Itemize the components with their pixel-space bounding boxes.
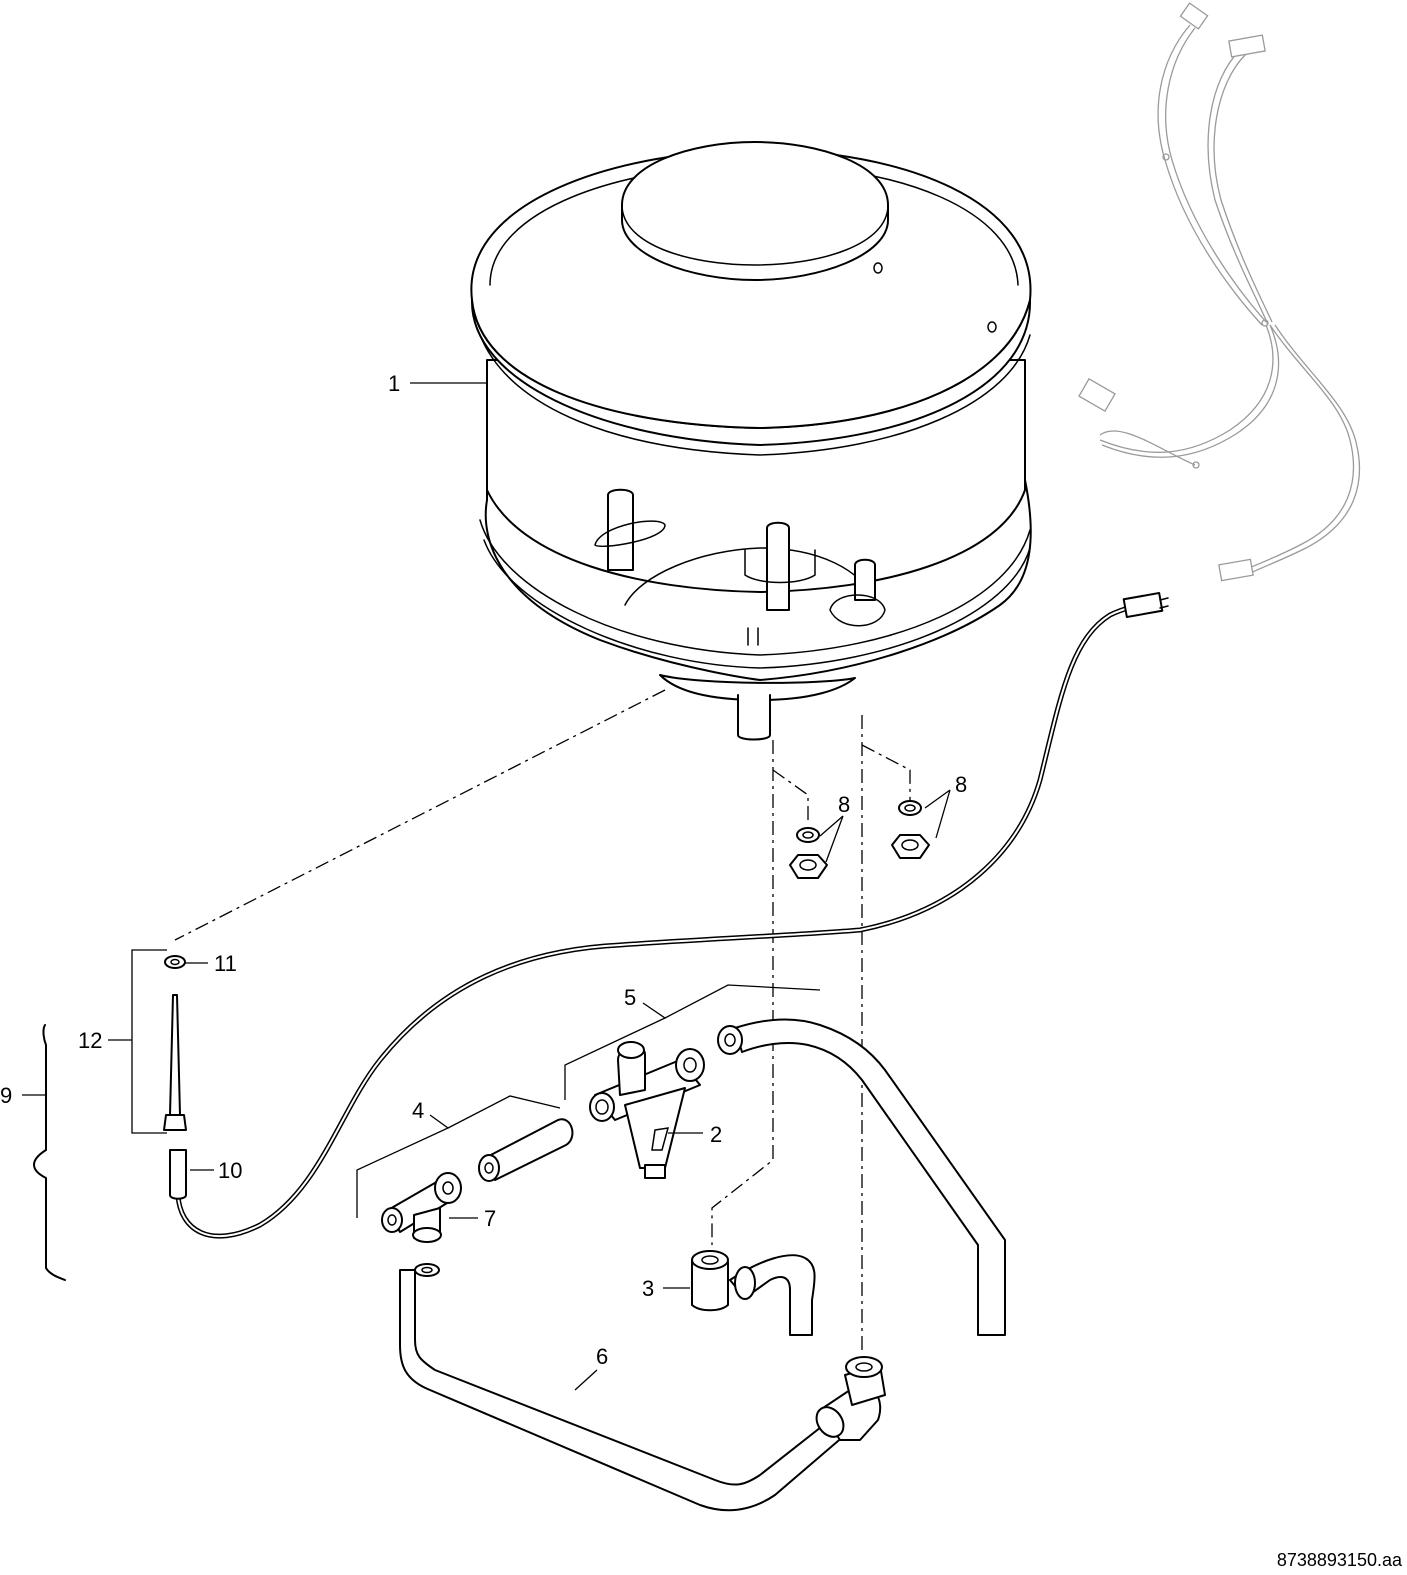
tee-fitting-part-7 — [381, 1172, 462, 1243]
callout-12: 12 — [78, 1028, 102, 1053]
callout-9: 9 — [0, 1083, 12, 1108]
wiring-harness — [1078, 2, 1361, 582]
callout-2: 2 — [710, 1122, 722, 1147]
sensor-cable — [175, 592, 1169, 1239]
valve-part-2 — [589, 1041, 705, 1179]
callout-1: 1 — [388, 371, 400, 396]
callout-5: 5 — [624, 985, 636, 1010]
assembly-lines — [174, 689, 911, 1355]
callout-4: 4 — [412, 1098, 424, 1123]
drawing-reference-code: 8738893150.aa — [1277, 1550, 1403, 1570]
callout-3: 3 — [642, 1276, 654, 1301]
callout-6: 6 — [596, 1344, 608, 1369]
tank-part-1 — [470, 141, 1032, 741]
sensor-probe — [131, 949, 187, 1200]
callout-8-left: 8 — [838, 792, 850, 817]
clip-part-9 — [33, 1024, 66, 1281]
elbow-part-3 — [691, 1250, 816, 1336]
washers-nuts-part-8 — [789, 800, 930, 879]
callout-11: 11 — [214, 951, 237, 976]
pipe-part-5 — [717, 1018, 1006, 1336]
pipe-part-6 — [399, 1263, 886, 1512]
callout-10: 10 — [218, 1158, 242, 1183]
leader-lines — [22, 382, 951, 1391]
callout-7: 7 — [484, 1206, 496, 1231]
pipe-part-4 — [478, 1118, 574, 1182]
callout-8-right: 8 — [955, 772, 967, 797]
callout-labels: 1 2 3 4 5 6 7 8 8 9 10 11 12 8738893150.… — [0, 371, 1403, 1570]
